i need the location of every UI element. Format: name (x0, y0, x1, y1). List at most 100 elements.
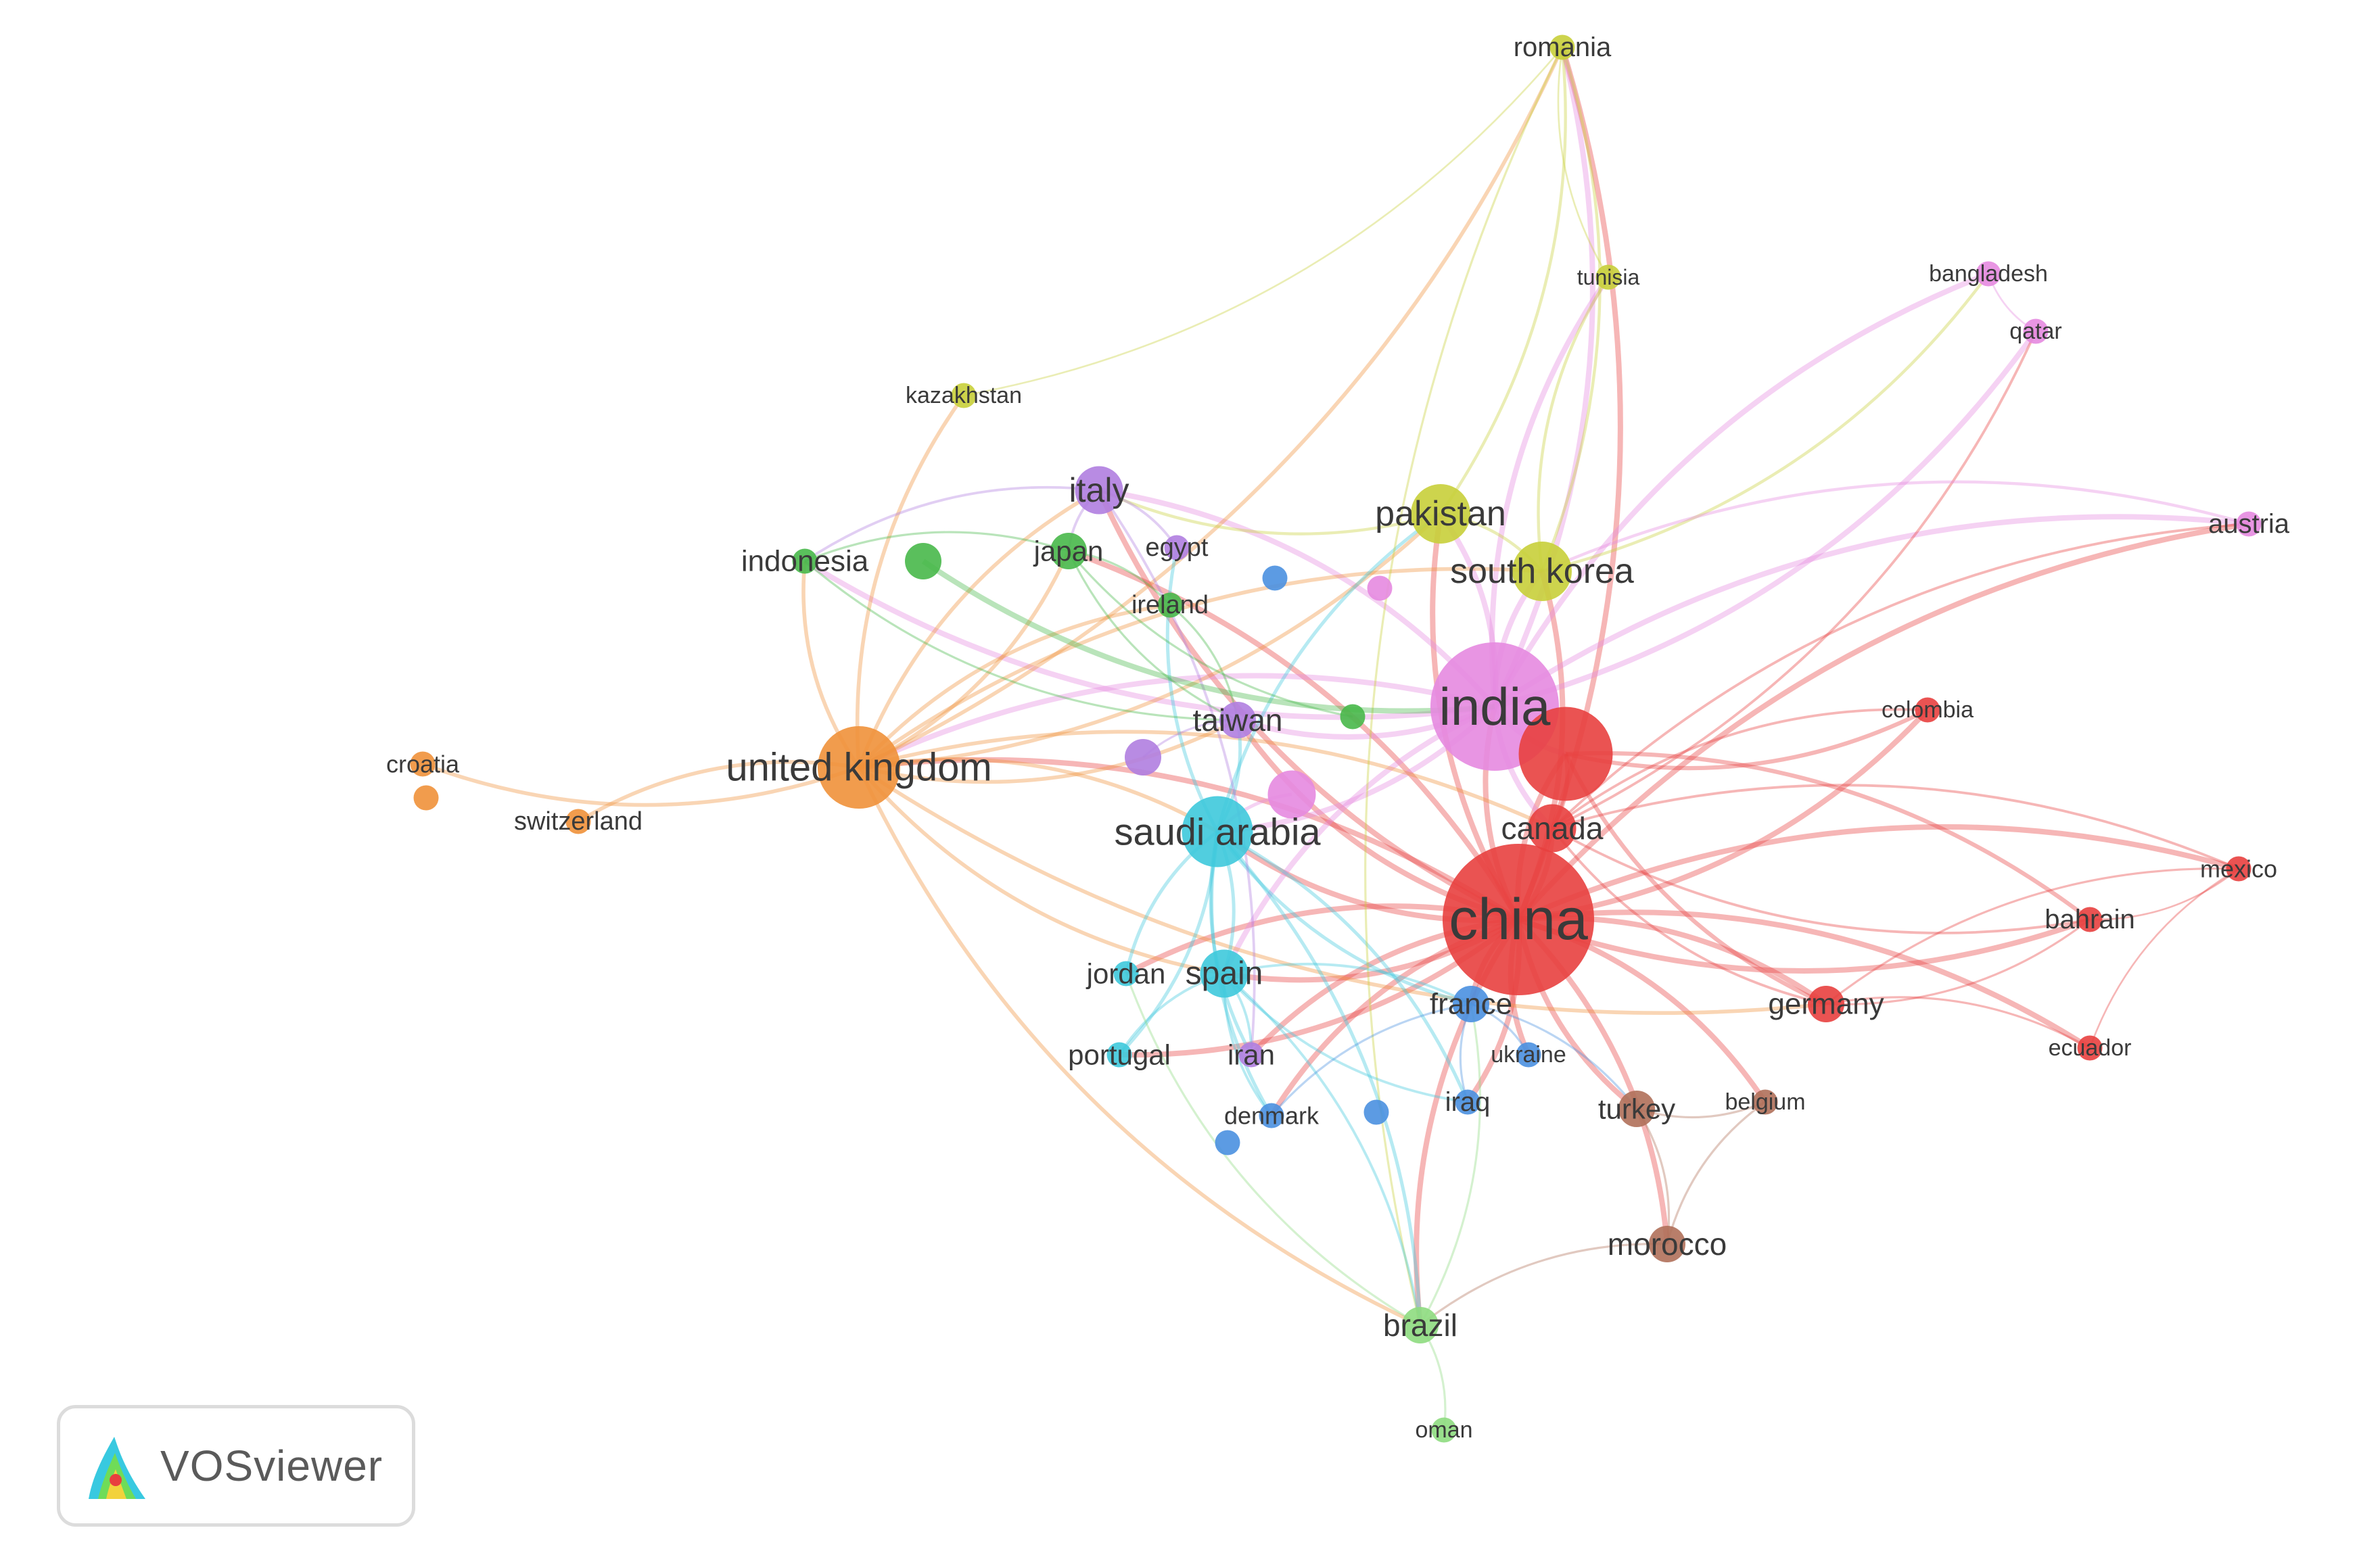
label-united-kingdom: united kingdom (726, 746, 991, 790)
link-japan-taiwan (1067, 550, 1238, 721)
node-italy[interactable] (1075, 466, 1123, 515)
link-canada-qatar (1551, 331, 2037, 830)
node-south-korea[interactable] (1512, 542, 1572, 601)
node-oman[interactable] (1431, 1417, 1457, 1443)
node-mexico[interactable] (2226, 856, 2251, 882)
label-belgium: belgium (1725, 1089, 1805, 1115)
node-colombia[interactable] (1915, 697, 1940, 723)
label-bangladesh: bangladesh (1929, 261, 2048, 287)
node-ukraine[interactable] (1516, 1042, 1541, 1068)
node-tunisia[interactable] (1595, 264, 1621, 290)
link-united-kingdom-canada (858, 730, 1554, 830)
label-canada: canada (1501, 811, 1604, 846)
node-indonesia[interactable] (792, 548, 818, 574)
node-brazil[interactable] (1402, 1307, 1439, 1343)
node-unlabeled-8[interactable] (413, 785, 439, 811)
label-denmark: denmark (1224, 1102, 1320, 1130)
link-saudi-arabia-iraq (1216, 830, 1470, 1103)
node-denmark[interactable] (1259, 1103, 1284, 1128)
label-ukraine: ukraine (1491, 1042, 1566, 1068)
link-unlabeled-10-colombia (1565, 708, 1929, 771)
node-taiwan[interactable] (1219, 702, 1256, 738)
node-canada[interactable] (1528, 804, 1577, 853)
node-switzerland[interactable] (565, 809, 591, 834)
link-pakistan-romania (1439, 47, 1567, 515)
node-bahrain[interactable] (2077, 907, 2103, 932)
link-mexico-ecuador (2089, 867, 2239, 1049)
label-iran: iran (1228, 1039, 1275, 1071)
link-morocco-brazil (1420, 1243, 1668, 1327)
node-layer (410, 34, 2262, 1443)
link-pakistan-italy (1098, 488, 1441, 535)
link-india-bangladesh (1492, 271, 1990, 708)
link-saudi-arabia-pakistan (1215, 512, 1442, 832)
node-unlabeled-2[interactable] (1340, 704, 1366, 730)
node-unlabeled-10[interactable] (1518, 707, 1613, 801)
link-brazil-jordan (1125, 973, 1421, 1327)
link-united-kingdom-kazakhstan (855, 394, 966, 768)
label-switzerland: switzerland (514, 807, 643, 836)
label-tunisia: tunisia (1577, 265, 1640, 289)
node-saudi-arabia[interactable] (1182, 796, 1253, 867)
node-china[interactable] (1443, 844, 1594, 995)
link-saudi-arabia-egypt (1165, 547, 1219, 833)
link-china-austria (1516, 521, 2249, 922)
link-bahrain-mexico (2089, 867, 2239, 921)
node-belgium[interactable] (1752, 1089, 1778, 1115)
link-india-tunisia (1489, 275, 1611, 707)
label-ecuador: ecuador (2049, 1035, 2132, 1061)
label-croatia: croatia (386, 750, 460, 778)
node-morocco[interactable] (1649, 1226, 1685, 1262)
node-portugal[interactable] (1106, 1042, 1132, 1068)
node-jordan[interactable] (1113, 961, 1139, 986)
link-spain-france (1223, 962, 1472, 1005)
node-germany[interactable] (1808, 986, 1844, 1022)
node-unlabeled-4[interactable] (905, 543, 941, 579)
link-india-indonesia (803, 558, 1495, 720)
node-kazakhstan[interactable] (951, 383, 977, 408)
node-spain[interactable] (1200, 949, 1249, 998)
logo-text: VOSviewer (160, 1441, 383, 1490)
link-indonesia-taiwan (803, 560, 1238, 721)
link-canada-austria (1551, 523, 2249, 830)
node-austria[interactable] (2236, 511, 2262, 537)
node-turkey[interactable] (1618, 1091, 1655, 1127)
node-pakistan[interactable] (1411, 484, 1470, 544)
link-canada-germany (1551, 827, 1827, 1005)
node-united-kingdom[interactable] (818, 726, 900, 809)
node-iraq[interactable] (1455, 1089, 1480, 1115)
link-france-denmark (1270, 1003, 1472, 1117)
node-unlabeled-7[interactable] (1215, 1130, 1240, 1155)
node-unlabeled-1[interactable] (1125, 739, 1161, 776)
link-south-korea-romania (1540, 47, 1602, 572)
node-qatar[interactable] (2023, 318, 2049, 344)
node-unlabeled-3[interactable] (1267, 770, 1316, 819)
link-canada-mexico (1551, 784, 2239, 870)
node-unlabeled-9[interactable] (1363, 1099, 1389, 1125)
label-taiwan: taiwan (1193, 702, 1283, 738)
link-south-korea-bangladesh (1541, 272, 1990, 573)
label-ireland: ireland (1131, 591, 1209, 619)
link-germany-ecuador (1825, 996, 2091, 1049)
link-china-united-kingdom (858, 757, 1520, 922)
node-japan[interactable] (1050, 533, 1087, 569)
node-ecuador[interactable] (2077, 1035, 2103, 1061)
node-egypt[interactable] (1164, 535, 1190, 561)
link-spain-iraq (1223, 972, 1468, 1103)
link-saudi-arabia-france (1215, 830, 1472, 1006)
link-china-bahrain (1517, 917, 2091, 974)
node-bangladesh[interactable] (1976, 261, 2001, 287)
node-unlabeled-5[interactable] (1262, 565, 1288, 591)
node-france[interactable] (1453, 986, 1489, 1022)
label-china: china (1449, 887, 1588, 952)
node-unlabeled-6[interactable] (1367, 575, 1393, 601)
node-romania[interactable] (1549, 34, 1575, 60)
link-spain-brazil (1223, 972, 1422, 1326)
link-tunisia-romania (1557, 47, 1610, 278)
label-pakistan: pakistan (1375, 494, 1506, 533)
node-iran[interactable] (1238, 1042, 1264, 1068)
node-croatia[interactable] (410, 751, 436, 777)
link-morocco-belgium (1666, 1101, 1766, 1245)
node-ireland[interactable] (1157, 592, 1183, 618)
